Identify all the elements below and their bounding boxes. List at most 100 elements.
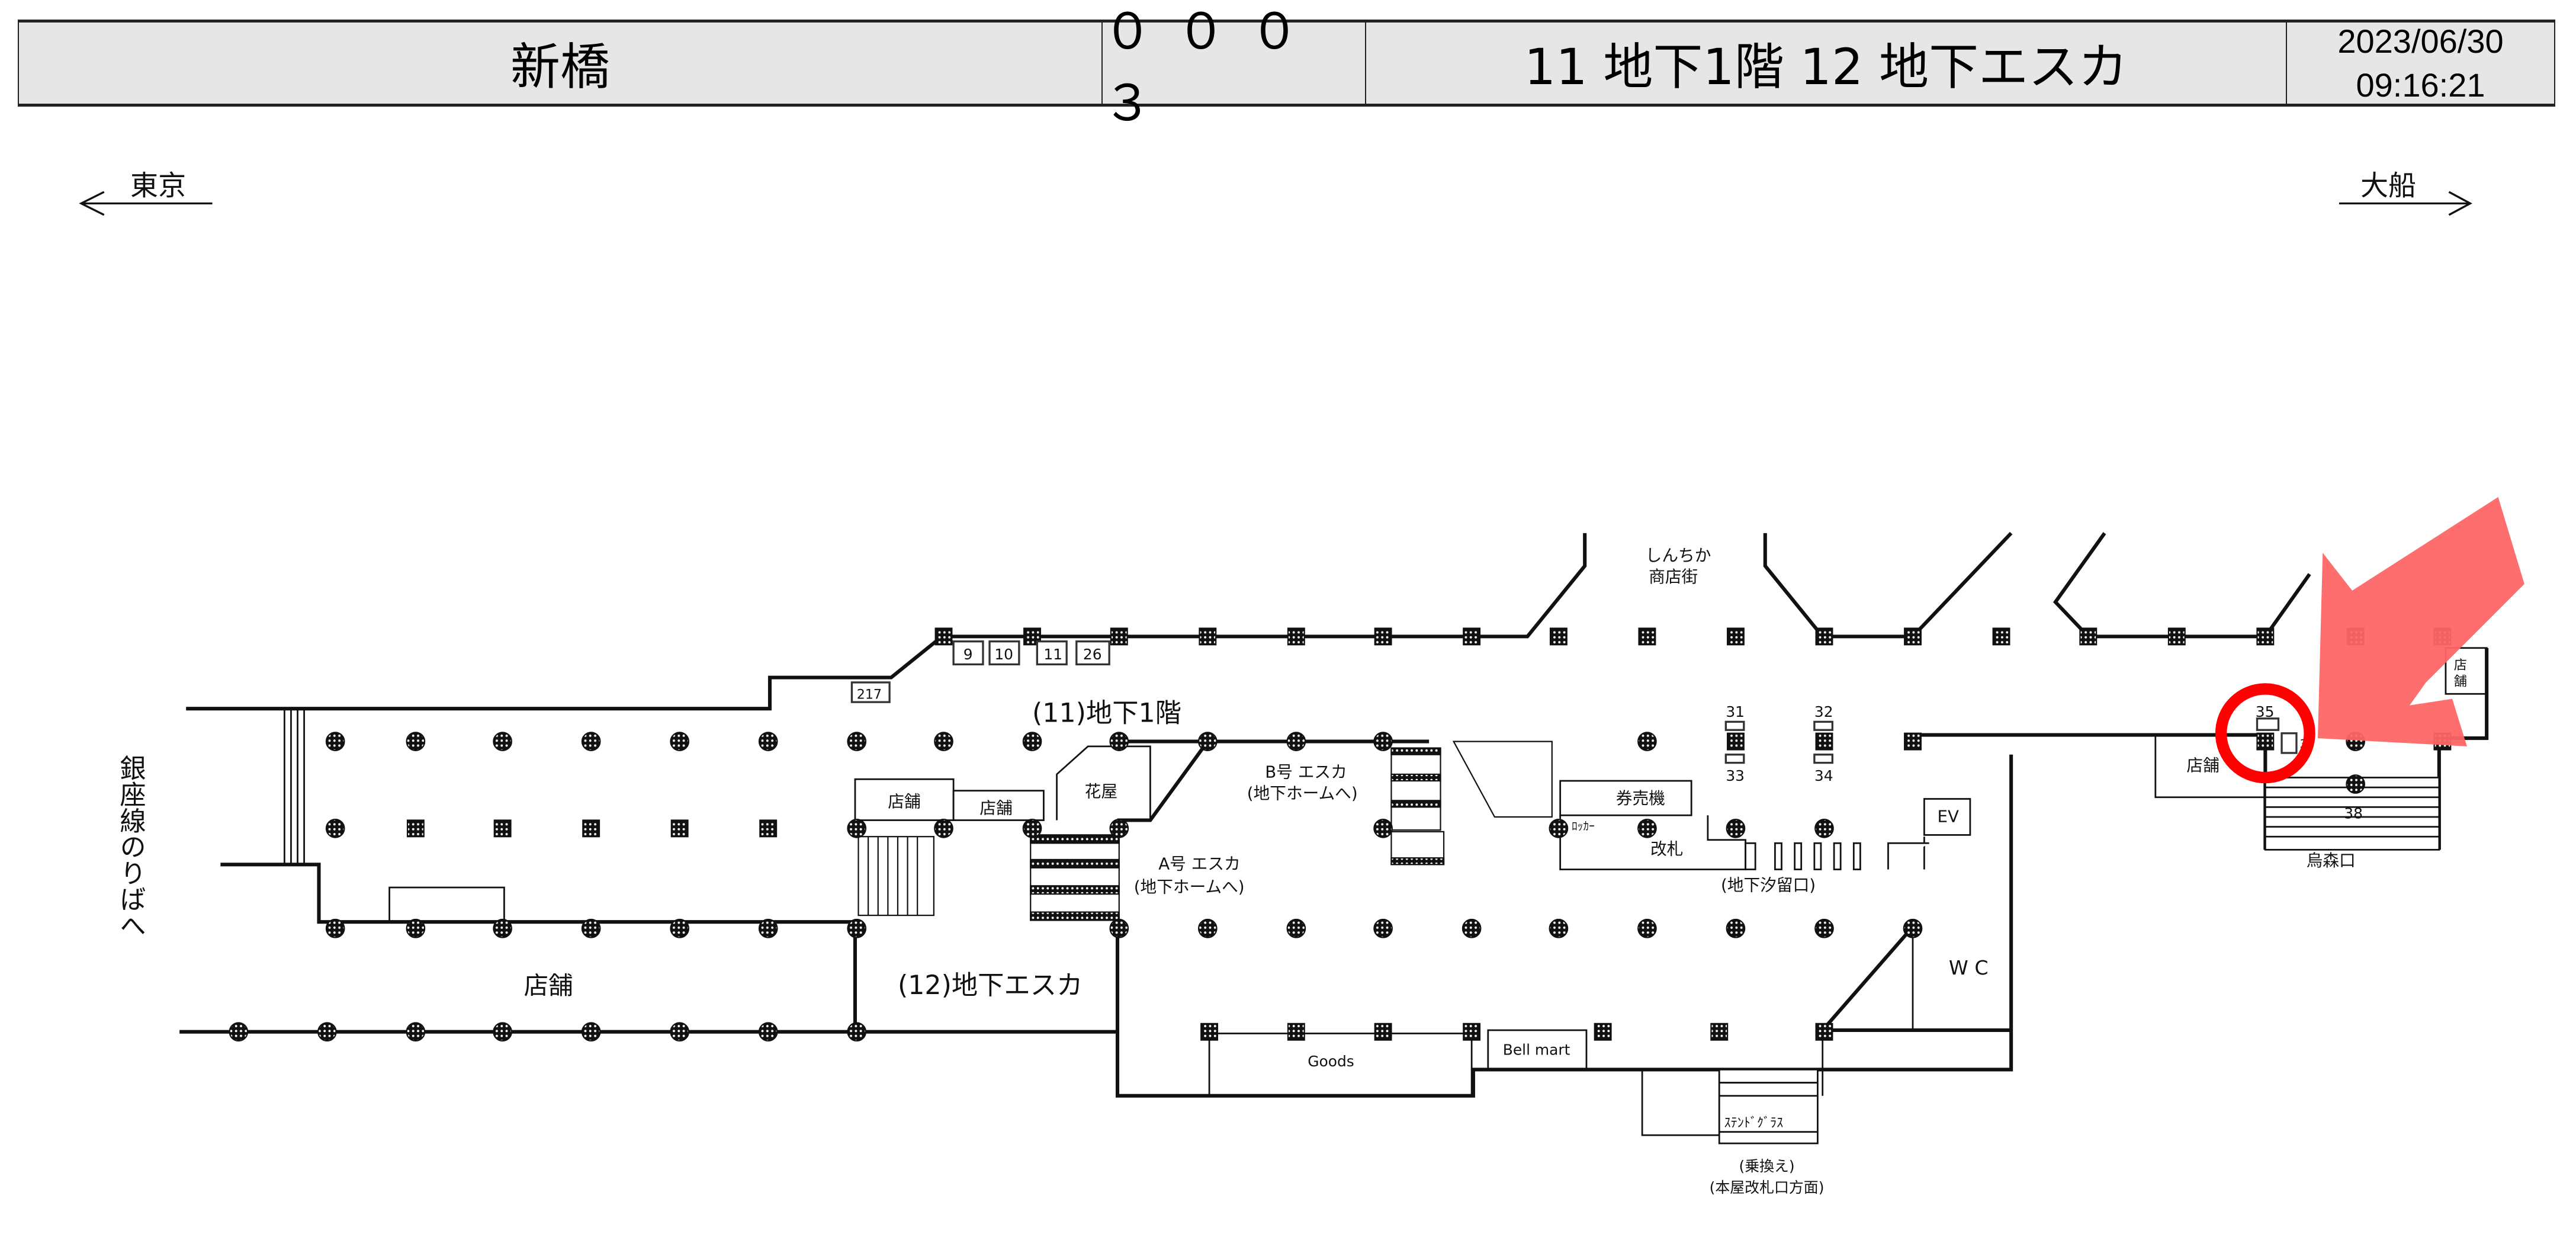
column-round <box>406 1022 426 1042</box>
shopping-street-label-2: 商店街 <box>1649 567 1698 586</box>
column-round <box>1726 819 1746 838</box>
column-round <box>1462 918 1482 938</box>
ad-number-boxes <box>850 640 2298 764</box>
direction-left-arrow-icon <box>79 191 213 216</box>
ticket-gates <box>1745 842 1929 870</box>
shop-label-2: 店舗 <box>979 798 1012 818</box>
ad-number-33: 33 <box>1726 767 1745 784</box>
column-square <box>1110 627 1128 646</box>
square-columns <box>406 627 2452 1041</box>
transfer-label-1: (乗換え) <box>1739 1158 1794 1175</box>
column-round <box>229 1022 249 1042</box>
column-round <box>317 1022 337 1042</box>
column-round <box>847 918 867 938</box>
column-round <box>2346 774 2365 794</box>
column-round <box>670 1022 690 1042</box>
shopping-street-label-1: しんちか <box>1646 546 1711 565</box>
column-square <box>1287 1023 1305 1041</box>
shop-label-4b: 舗 <box>2454 674 2467 689</box>
ad-number-11: 11 <box>1043 646 1062 663</box>
escalator-b <box>1390 741 1553 866</box>
stained-glass-label: ｽﾃﾝﾄﾞｸﾞﾗｽ <box>1724 1115 1784 1130</box>
column-square <box>1463 627 1481 646</box>
column-round <box>1373 819 1393 838</box>
ad-number-217: 217 <box>857 687 882 703</box>
column-square <box>1200 1023 1219 1041</box>
wc-label: W C <box>1949 956 1989 979</box>
direction-left-label: 東京 <box>130 170 186 203</box>
ad-number-34: 34 <box>1814 767 1833 784</box>
ad-number-32: 32 <box>1814 703 1833 720</box>
column-round <box>934 819 953 838</box>
column-round <box>581 1022 601 1042</box>
header-bar: 新橋 ０００３ 11 地下1階 12 地下エスカ 2023/06/30 09:1… <box>18 2 2555 132</box>
column-round <box>847 732 867 751</box>
karasumori-exit-label: 烏森口 <box>2307 851 2356 870</box>
locker-label: ﾛｯｶｰ <box>1572 819 1595 833</box>
escalator-a <box>1030 834 1120 921</box>
time: 09:16:21 <box>2356 66 2485 104</box>
floor-12-label: (12)地下エスカ <box>898 970 1083 1001</box>
column-square <box>1815 1023 1833 1041</box>
ad-number-9: 9 <box>963 646 973 663</box>
bell-mart-label: Bell mart <box>1503 1041 1570 1058</box>
column-round <box>1373 732 1393 751</box>
column-square <box>406 819 425 838</box>
column-round <box>758 1022 778 1042</box>
column-round <box>1109 918 1129 938</box>
column-square <box>2256 627 2275 646</box>
shop-label-3: 店舗 <box>2186 755 2219 775</box>
column-round <box>325 732 345 751</box>
transfer-label-2: (本屋改札口方面) <box>1710 1179 1825 1196</box>
column-round <box>1549 918 1569 938</box>
escalator-a-label-1: A号 エスカ <box>1158 854 1241 874</box>
column-square <box>1374 1023 1392 1041</box>
column-square <box>759 819 778 838</box>
column-square <box>1287 627 1305 646</box>
direction-right-arrow-icon <box>2339 191 2472 216</box>
thin-lines <box>283 647 2488 1136</box>
column-square <box>934 627 953 646</box>
column-round <box>325 819 345 838</box>
column-round <box>758 918 778 938</box>
shiodome-exit-label: (地下汐留口) <box>1721 876 1816 895</box>
column-round <box>1197 732 1218 751</box>
stairs-transfer <box>1718 1069 1819 1145</box>
column-square <box>1726 627 1745 646</box>
column-square <box>493 819 512 838</box>
column-round <box>1109 732 1129 751</box>
ad-number-26: 26 <box>1083 646 1102 663</box>
column-round <box>581 732 601 751</box>
column-round <box>1197 918 1218 938</box>
column-round <box>1637 819 1657 838</box>
ad-number-38: 38 <box>2344 805 2363 822</box>
column-square <box>2079 627 2098 646</box>
column-round <box>493 918 512 938</box>
highlight-circle <box>2215 683 2315 784</box>
ad-number-10: 10 <box>994 646 1013 663</box>
gate-label: 改札 <box>1650 839 1683 859</box>
column-round <box>493 732 512 751</box>
column-square <box>1726 732 1745 751</box>
ginza-line-label: 銀座線のりばへ <box>115 755 146 938</box>
column-round <box>493 1022 512 1042</box>
column-square <box>1463 1023 1481 1041</box>
column-round <box>581 918 601 938</box>
column-square <box>670 819 689 838</box>
column-round <box>406 918 426 938</box>
escalator-b-label-1: B号 エスカ <box>1265 762 1347 782</box>
column-round <box>1286 732 1306 751</box>
column-round <box>847 1022 867 1042</box>
shop-label-1: 店舗 <box>888 791 920 811</box>
column-square <box>1374 627 1392 646</box>
station-name: 新橋 <box>19 23 1103 104</box>
escalator-left <box>857 836 934 916</box>
highlight-arrow-icon <box>2317 497 2524 746</box>
column-round <box>406 732 426 751</box>
column-round <box>1637 918 1657 938</box>
shop-label-main: 店舗 <box>524 971 573 1000</box>
walls <box>179 531 2489 1098</box>
column-square <box>1594 1023 1612 1041</box>
column-square <box>1815 732 1833 751</box>
